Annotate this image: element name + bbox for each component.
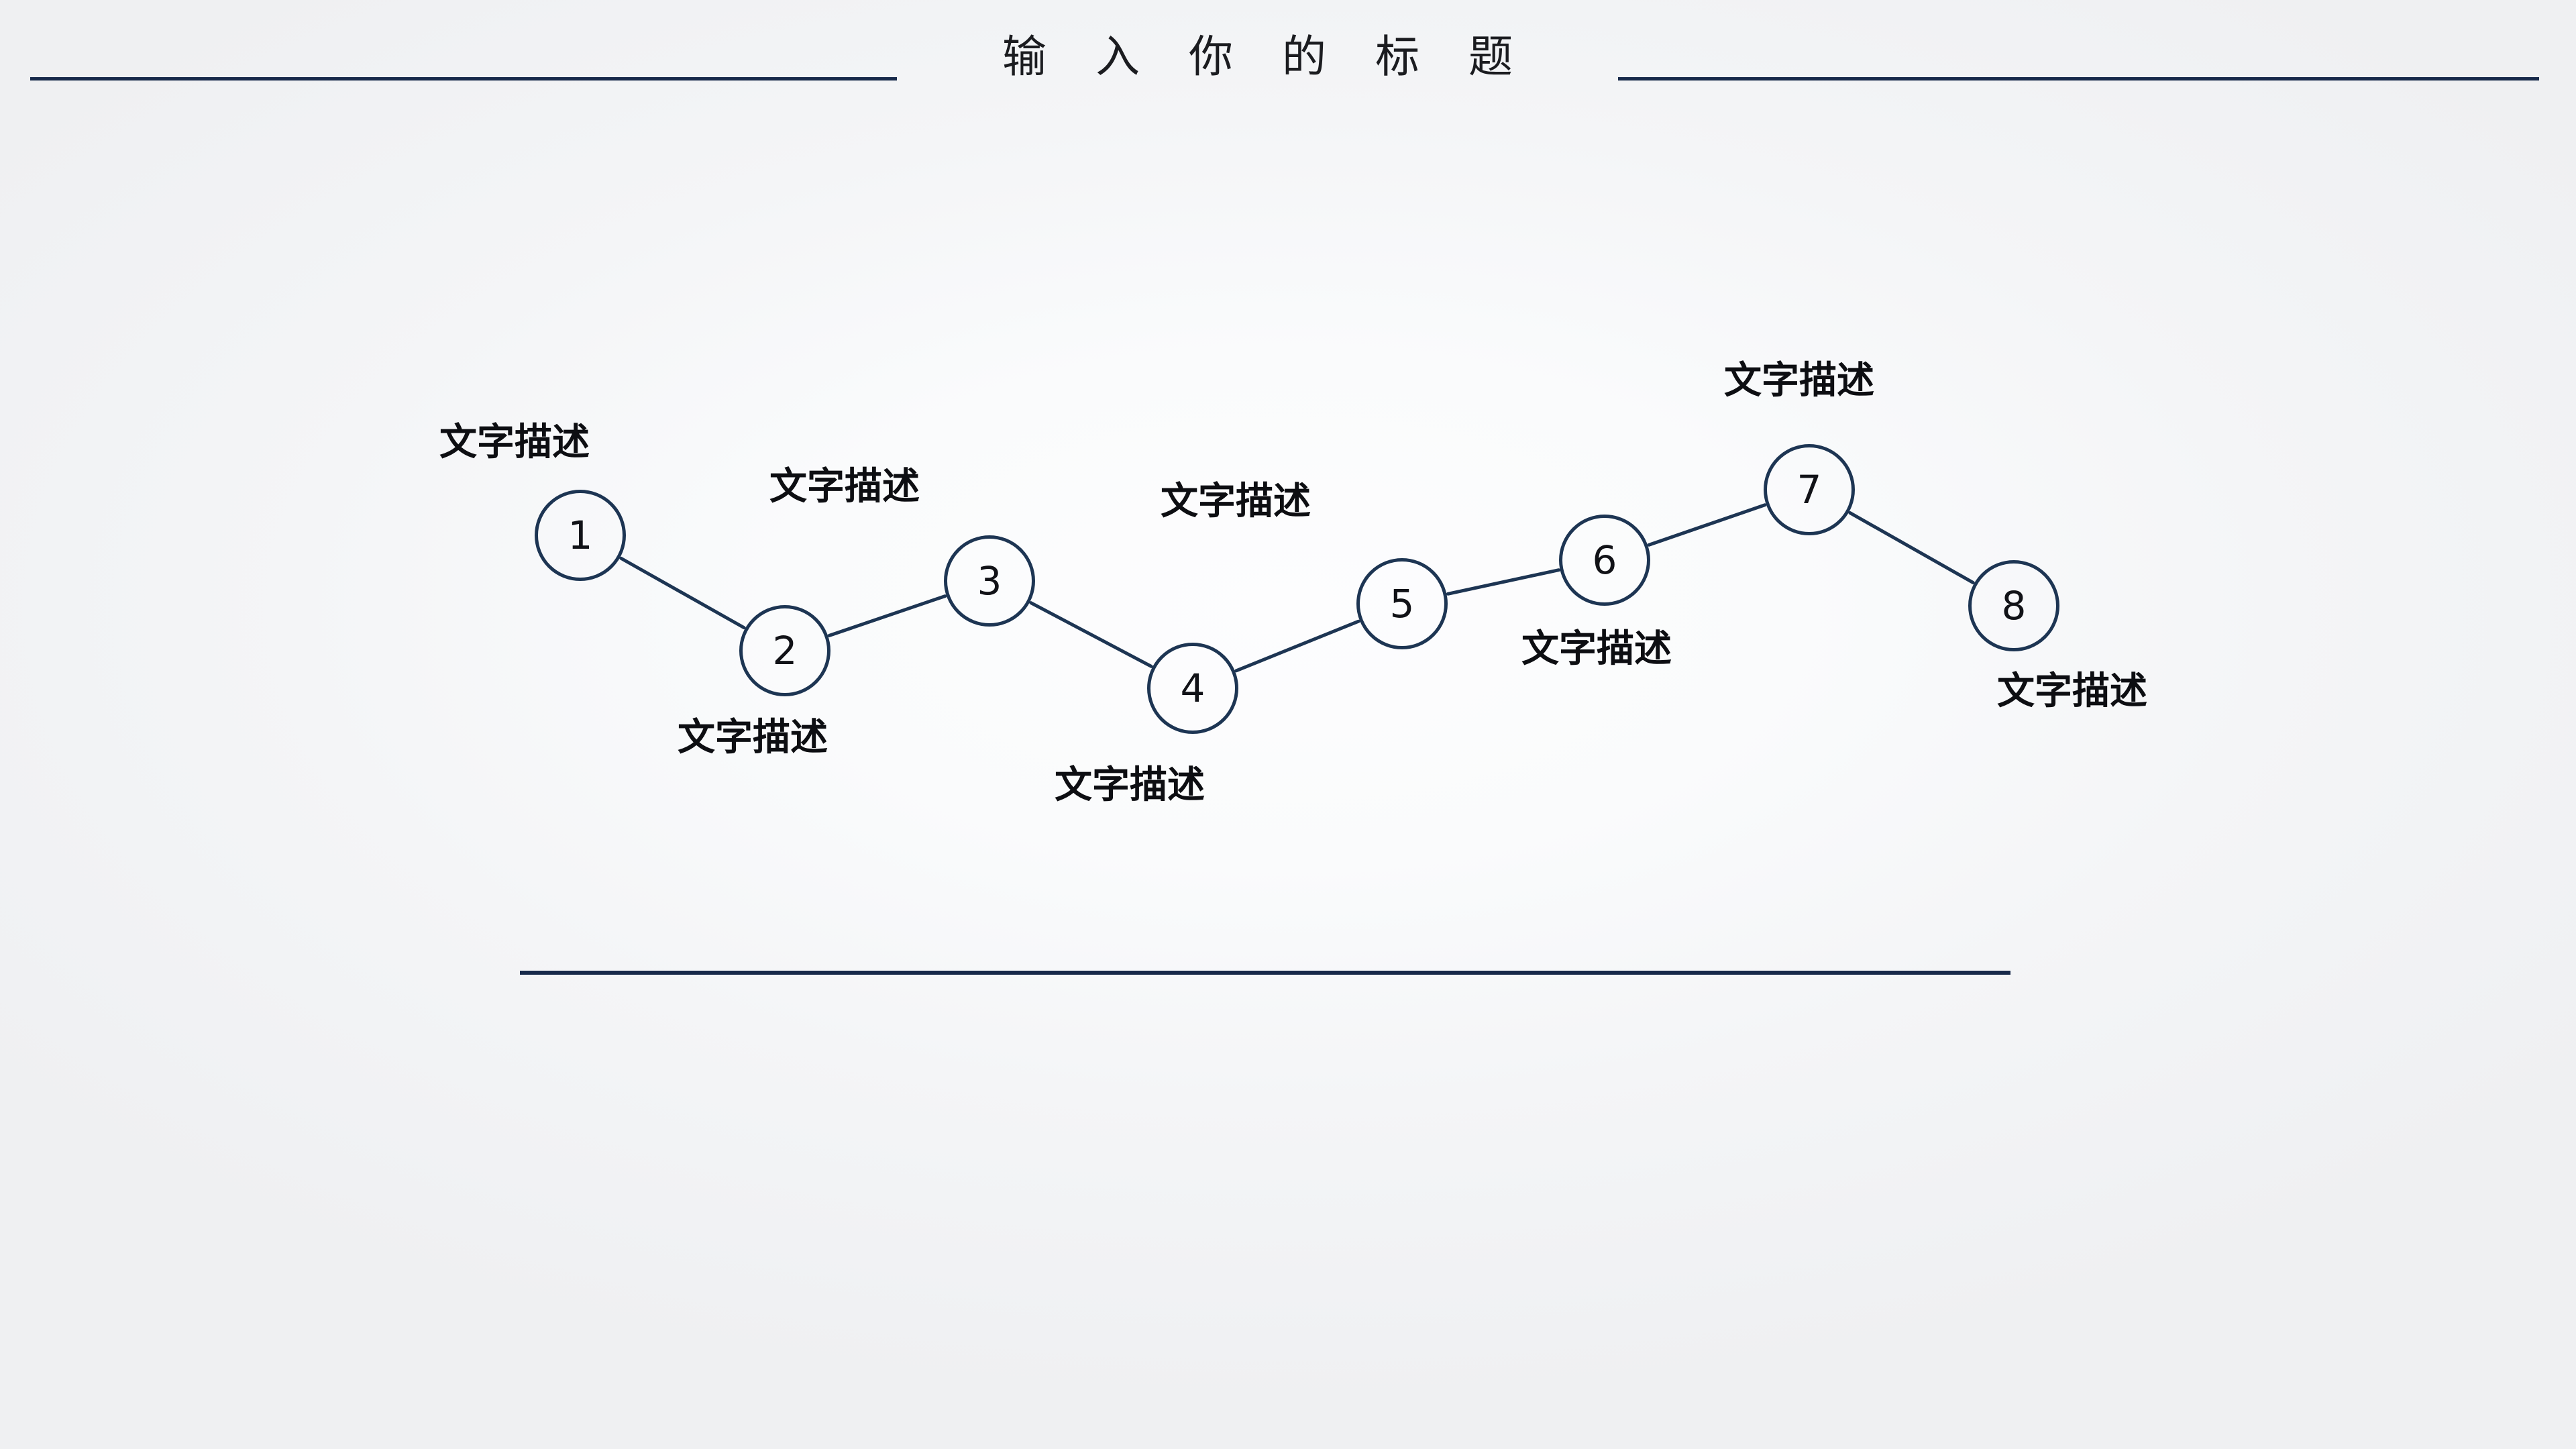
node-number: 8 [2001, 583, 2027, 629]
connector-1-2 [619, 556, 746, 630]
node-number: 4 [1180, 665, 1205, 711]
node-circle-7[interactable]: 7 [1764, 444, 1855, 535]
node-circle-1[interactable]: 1 [535, 490, 626, 581]
node-circle-6[interactable]: 6 [1559, 515, 1650, 606]
connector-3-4 [1029, 601, 1153, 668]
node-number: 3 [977, 558, 1002, 604]
node-circle-2[interactable]: 2 [739, 605, 830, 696]
node-number: 1 [568, 513, 593, 558]
node-label-4[interactable]: 文字描述 [1055, 763, 1205, 807]
node-number: 7 [1796, 467, 1822, 513]
node-circle-3[interactable]: 3 [944, 535, 1035, 627]
connector-5-6 [1446, 568, 1561, 596]
node-label-8[interactable]: 文字描述 [1997, 669, 2147, 713]
node-circle-4[interactable]: 4 [1147, 643, 1238, 734]
node-number: 2 [772, 628, 798, 674]
node-label-3[interactable]: 文字描述 [769, 465, 920, 508]
title-rule-right [1618, 77, 2539, 80]
title-band: 输 入 你 的 标 题 [0, 0, 2576, 161]
title-rule-left [30, 77, 897, 80]
node-label-7[interactable]: 文字描述 [1724, 359, 1874, 402]
page-title: 输 入 你 的 标 题 [1002, 31, 1530, 83]
connector-6-7 [1647, 503, 1767, 547]
node-label-5[interactable]: 文字描述 [1161, 480, 1311, 523]
connector-4-5 [1234, 619, 1360, 673]
footer-rule [520, 971, 2010, 975]
node-circle-8[interactable]: 8 [1968, 560, 2059, 651]
node-label-1[interactable]: 文字描述 [439, 421, 590, 464]
node-circle-5[interactable]: 5 [1356, 558, 1448, 649]
node-number: 5 [1389, 581, 1415, 627]
node-number: 6 [1592, 537, 1617, 583]
connector-7-8 [1848, 511, 1975, 584]
connector-2-3 [827, 594, 947, 637]
node-label-2[interactable]: 文字描述 [678, 716, 828, 759]
node-label-6[interactable]: 文字描述 [1521, 627, 1672, 671]
